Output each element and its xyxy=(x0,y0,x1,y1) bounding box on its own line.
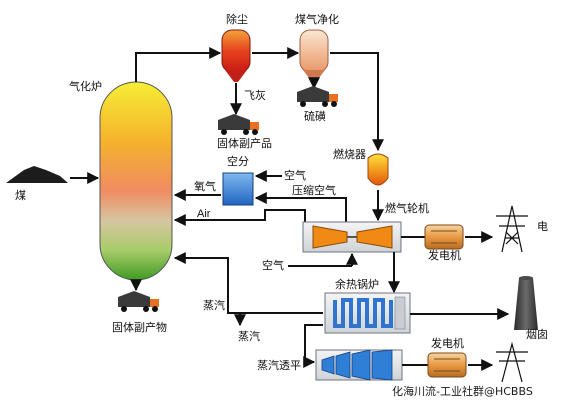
steam-below-label: 蒸汽 xyxy=(238,330,260,343)
steam-turbine-rotor xyxy=(321,349,393,381)
solid-byproduct-top-label: 固体副产品 xyxy=(217,137,272,150)
air-return-label: Air xyxy=(197,208,211,220)
hrsg-coil xyxy=(333,298,393,328)
air-separation-label: 空分 xyxy=(227,155,249,168)
steam-left-label: 蒸汽 xyxy=(203,299,225,312)
steam-to-gasifier-line xyxy=(173,252,323,314)
syngas-line-to-dust xyxy=(135,47,222,82)
fly-ash-label: 飞灰 xyxy=(244,89,266,102)
air-return-line xyxy=(173,209,306,226)
hrsg-label: 余热锅炉 xyxy=(335,278,379,291)
dust-removal-label: 除尘 xyxy=(226,13,248,26)
electricity-label: 电 xyxy=(537,220,548,233)
generator-1-label: 发电机 xyxy=(428,249,461,262)
coal-pile xyxy=(6,166,68,183)
oxygen-label: 氧气 xyxy=(194,180,216,193)
chimney-top xyxy=(519,276,533,280)
hrsg-inner xyxy=(394,296,406,330)
truck-bottom-icon xyxy=(118,291,159,312)
gas-cleanup-cone xyxy=(303,70,325,82)
generator-2-detail xyxy=(434,358,460,372)
air-separation-unit xyxy=(222,172,254,206)
truck-fly-ash-icon xyxy=(218,114,259,135)
hrsg-steam-to-turbine-line xyxy=(303,324,323,368)
clean-gas-line xyxy=(330,52,384,152)
turbine-air-label: 空气 xyxy=(262,259,284,272)
generator-1-detail xyxy=(431,230,457,244)
generator-2 xyxy=(427,352,467,378)
dust-removal-vessel xyxy=(221,29,251,73)
gas-turbine-label: 燃气轮机 xyxy=(385,202,429,215)
compressed-air-label: 压缩空气 xyxy=(292,184,336,197)
gasifier-label: 气化炉 xyxy=(69,80,102,93)
gas-cleanup-label: 煤气净化 xyxy=(295,13,339,26)
pylon-1-icon xyxy=(496,205,528,253)
generator-2-label: 发电机 xyxy=(431,337,464,350)
solid-byproduct-bottom-label: 固体副产物 xyxy=(112,321,167,334)
pylon-2-icon xyxy=(496,341,528,383)
coal-label: 煤 xyxy=(15,189,26,202)
generator-1 xyxy=(424,224,464,250)
combustor-label: 燃烧器 xyxy=(333,148,366,161)
dust-removal-cone xyxy=(225,70,247,82)
steam-turbine-label: 蒸汽透平 xyxy=(257,359,301,372)
compressed-air-line xyxy=(254,192,347,222)
gas-cleanup-vessel xyxy=(299,29,329,73)
air-in-label: 空气 xyxy=(284,169,306,182)
gas-turbine-expander xyxy=(356,225,393,249)
sulfur-label: 硫磺 xyxy=(304,110,326,123)
gasifier-vessel xyxy=(99,81,173,281)
hrsg-steam-out-line xyxy=(284,314,320,316)
chimney-label: 烟囱 xyxy=(526,328,548,341)
gas-turbine-compressor xyxy=(312,225,348,249)
watermark: 化海川流-工业社群@HCBBS xyxy=(392,385,533,398)
truck-sulfur-icon xyxy=(297,86,338,107)
combustor-vessel xyxy=(367,153,389,186)
chimney xyxy=(514,278,538,330)
